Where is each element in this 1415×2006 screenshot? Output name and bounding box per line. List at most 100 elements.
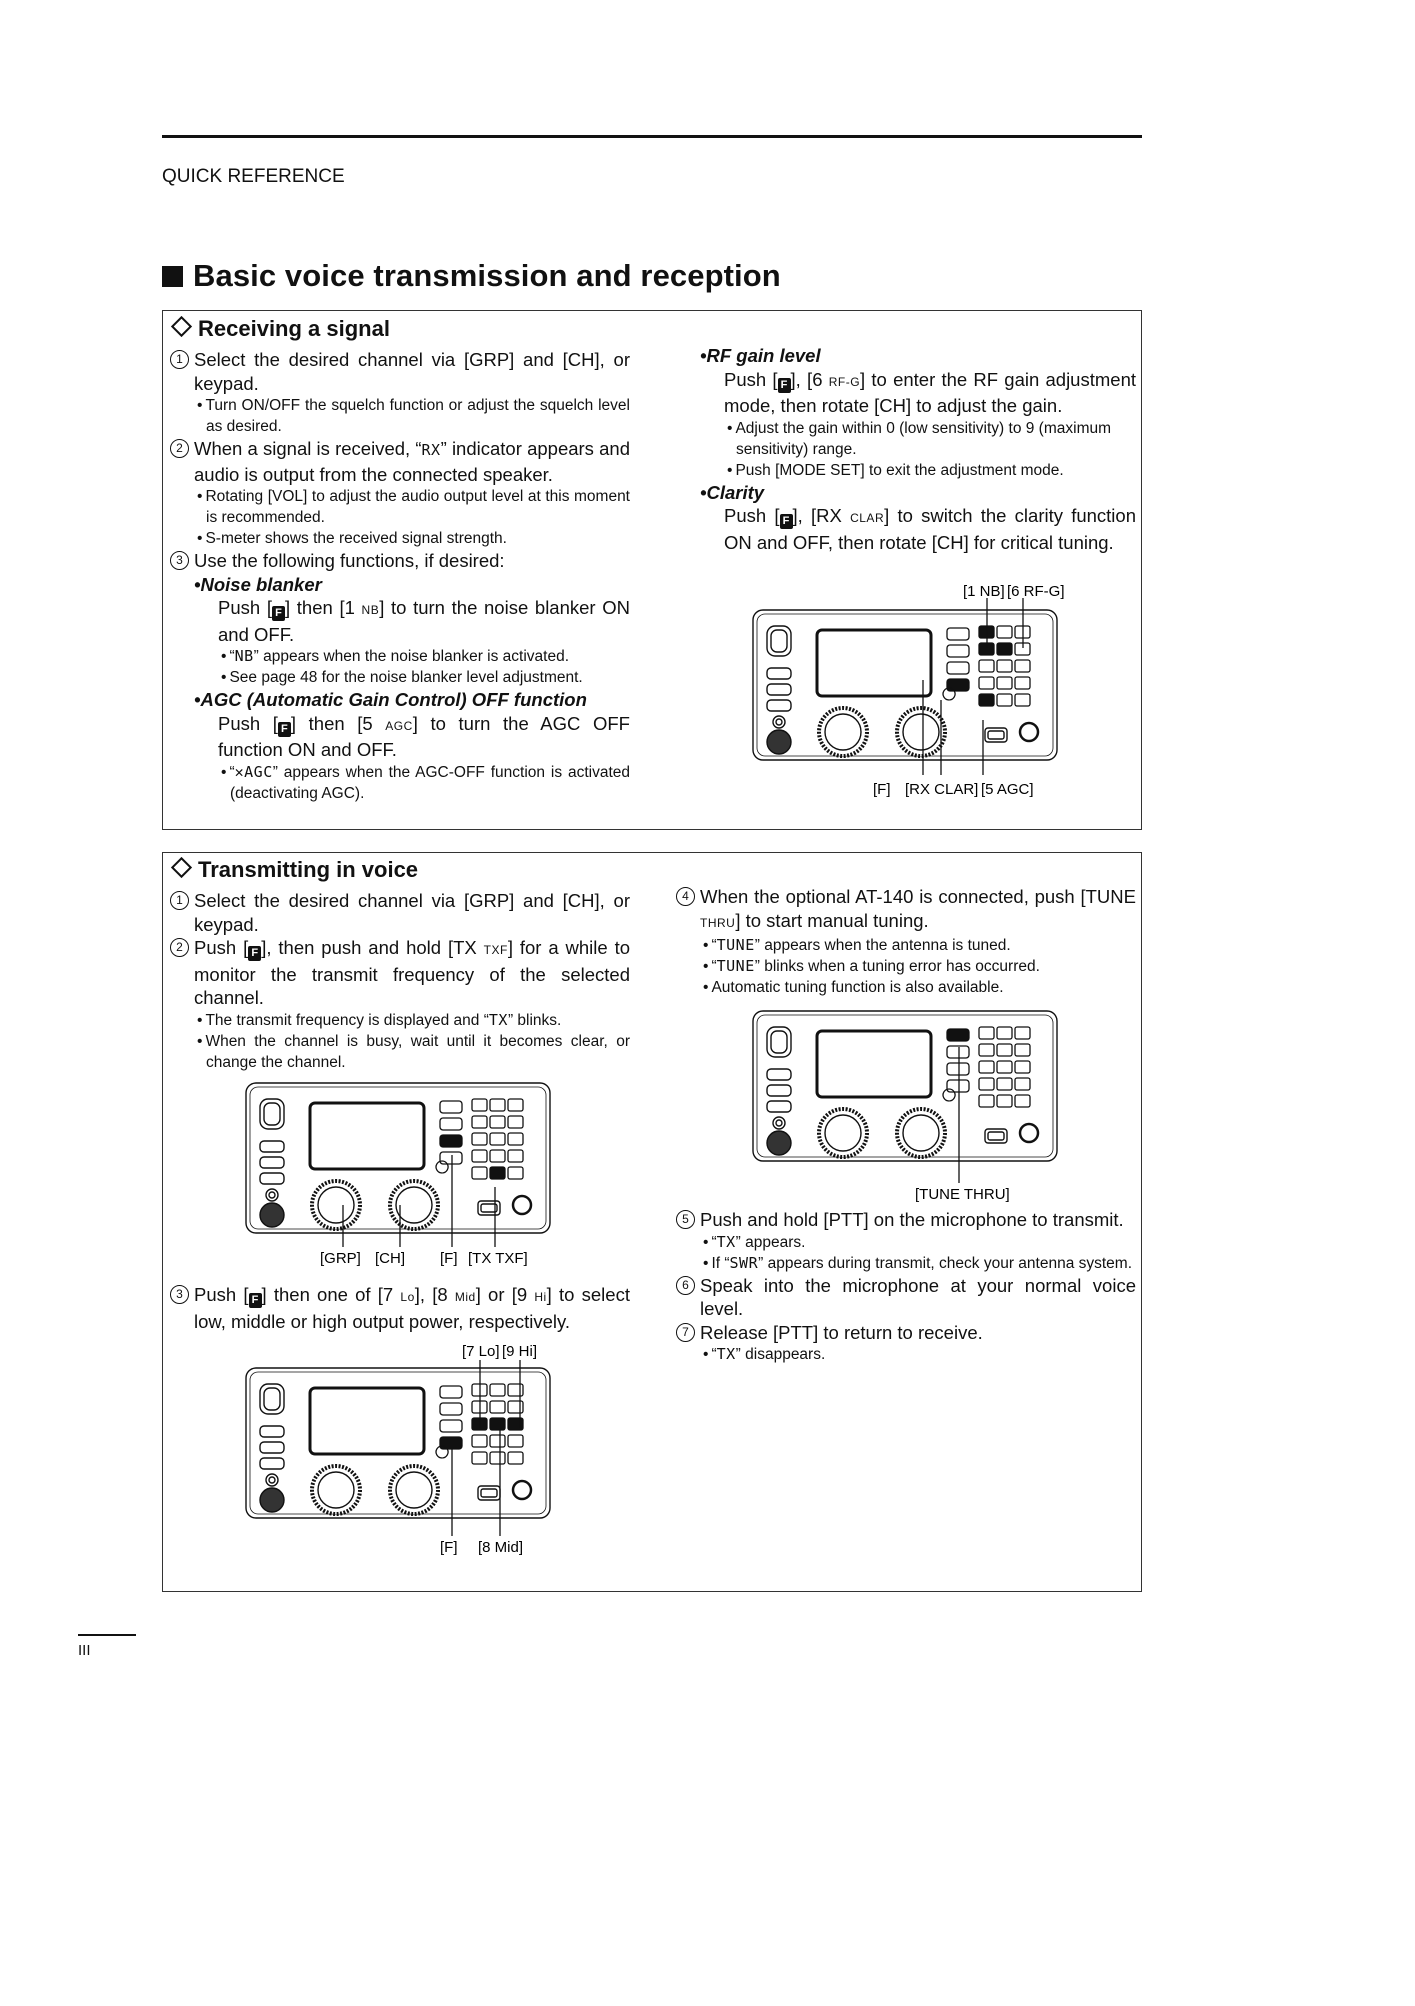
tx-step-4-note-1: “TUNE” appears when the antenna is tuned… — [700, 935, 1136, 956]
agc-text-c: ] to turn the AGC OFF function ON and OF… — [218, 712, 630, 761]
tx-step-5-text: Push and hold [PTT] on the microphone to… — [700, 1209, 1124, 1230]
nb-note-2: See page 48 for the noise blanker level … — [218, 667, 630, 688]
step-number: 3 — [170, 551, 189, 570]
page-title-text: Basic voice transmission and reception — [193, 258, 781, 293]
rf-title-text: RF gain level — [706, 345, 821, 366]
clarity-text-c: ] to switch the clarity function ON and … — [724, 505, 1136, 553]
rx-step-3: 3 Use the following functions, if desire… — [170, 549, 630, 573]
lcd-display — [815, 628, 933, 698]
agc-text-a: Push [ — [218, 712, 278, 734]
transmitting-heading: Transmitting in voice — [170, 856, 418, 883]
receiving-section — [162, 310, 1142, 830]
agc-title: •AGC (Automatic Gain Control) OFF functi… — [194, 689, 587, 710]
tx-step-5: 5 Push and hold [PTT] on the microphone … — [676, 1208, 1136, 1274]
tx-steps-5-7: 5 Push and hold [PTT] on the microphone … — [676, 1208, 1136, 1365]
tx-step-5-note-1: “TX” appears. — [700, 1232, 1136, 1253]
rf-text-b: ], [6 — [790, 368, 829, 390]
rx-step-3-text: Use the following functions, if desired: — [194, 550, 505, 571]
agc-note-text: ” appears when the AGC-OFF function is a… — [230, 763, 630, 802]
tx-step-3-sub-hi: Hi — [534, 1290, 547, 1304]
rf-text: Push [F], [6 RF-G] to enter the RF gain … — [700, 368, 1136, 418]
transmitting-section — [162, 852, 1142, 1592]
rx-step-1-note: Turn ON/OFF the squelch function or adju… — [194, 395, 630, 437]
transmitting-right-column: 4 When the optional AT-140 is connected,… — [676, 885, 1136, 998]
rx-step-2-text-b: ” indicator appears and audio is output … — [194, 438, 630, 485]
header-rule — [162, 135, 1142, 138]
tx-step-4-note-2: “TUNE” blinks when a tuning error has oc… — [700, 956, 1136, 977]
radio-diagram-tx: [GRP] [CH] [F] [TX TXF] — [245, 1082, 551, 1267]
rf-note-2: Push [MODE SET] to exit the adjustment m… — [724, 460, 1136, 481]
label-ch: [CH] — [375, 1250, 405, 1267]
step-number: 5 — [676, 1210, 695, 1229]
rf-text-c: ] to enter the RF gain adjustment mode, … — [724, 368, 1136, 417]
agc-indicator: ✕AGC — [234, 762, 273, 781]
page-number: III — [78, 1642, 91, 1659]
tx-step-3-text-d: ] or [9 — [475, 1284, 535, 1305]
f-key-icon: F — [248, 946, 262, 961]
tx-step-5-note-2-a: If “ — [711, 1254, 730, 1272]
tx-step-5-note-2: If “SWR” appears during transmit, check … — [700, 1253, 1136, 1274]
tx-step-1-text: Select the desired channel via [GRP] and… — [194, 890, 630, 935]
radio-front-panel — [245, 1082, 551, 1234]
tx-step-5-note-1-text: ” appears. — [735, 1233, 806, 1251]
rx-step-1: 1 Select the desired channel via [GRP] a… — [170, 348, 630, 437]
rx-step-2-note-1: Rotating [VOL] to adjust the audio outpu… — [194, 486, 630, 528]
label-grp: [GRP] — [320, 1250, 361, 1267]
label-rx-clar: [RX CLAR] — [905, 781, 978, 798]
tx-step-3-block: 3 Push [F] then one of [7 Lo], [8 Mid] o… — [170, 1283, 630, 1333]
tune-indicator: TUNE — [716, 936, 755, 954]
tx-step-3-text-b: ] then one of [7 — [261, 1284, 401, 1305]
receiving-left-column: 1 Select the desired channel via [GRP] a… — [170, 348, 630, 804]
lcd-display — [308, 1101, 426, 1171]
tune-indicator: TUNE — [716, 957, 755, 975]
radio-front-panel — [752, 609, 1058, 761]
radio-diagram-receive: [1 NB] [6 RF-G] [F] [RX CLAR] [5 AGC] — [752, 583, 1065, 798]
rx-step-2: 2 When a signal is received, “RX” indica… — [170, 437, 630, 549]
tx-step-4-note-2-text: ” blinks when a tuning error has occurre… — [754, 958, 1040, 975]
lcd-display — [815, 1029, 933, 1099]
tx-step-2-text-a: Push [ — [194, 937, 249, 958]
tx-step-2-note-1-a: The transmit frequency is displayed and … — [205, 1011, 489, 1029]
label-9-hi: [9 Hi] — [502, 1343, 537, 1360]
step-number: 7 — [676, 1322, 695, 1342]
agc-sub: AGC — [385, 718, 413, 733]
tx-step-2-text-c: ] for a while to monitor the transmit fr… — [194, 937, 631, 1008]
tx-step-2-sub: TXF — [483, 943, 508, 957]
receiving-heading: Receiving a signal — [170, 315, 390, 342]
transmitting-left-column: 1 Select the desired channel via [GRP] a… — [170, 889, 630, 1073]
label-6-rfg: [6 RF-G] — [1007, 583, 1065, 600]
label-7-lo: [7 Lo] — [462, 1343, 500, 1360]
tx-step-2-text-b: ], then push and hold [TX — [261, 937, 484, 958]
tx-step-4-text-a: When the optional AT-140 is connected, p… — [700, 886, 1136, 907]
tx-step-3-sub-lo: Lo — [400, 1290, 415, 1304]
tx-step-3-text-a: Push [ — [194, 1284, 249, 1305]
footer-rule — [78, 1634, 136, 1636]
f-key-icon: F — [271, 606, 285, 621]
tx-step-7: 7 Release [PTT] to return to receive. “T… — [676, 1321, 1136, 1366]
tx-step-2-note-1: The transmit frequency is displayed and … — [194, 1010, 630, 1031]
step-number: 1 — [170, 891, 189, 910]
radio-front-panel — [245, 1367, 551, 1519]
tx-step-4-note-1-text: ” appears when the antenna is tuned. — [754, 937, 1011, 954]
receiving-right-column: •RF gain level Push [F], [6 RF-G] to ent… — [700, 344, 1136, 554]
tx-step-4-sub: THRU — [700, 915, 736, 930]
tx-step-4-text-b: ] to start manual tuning. — [735, 909, 929, 931]
tx-step-6: 6 Speak into the microphone at your norm… — [676, 1274, 1136, 1321]
swr-indicator: SWR — [729, 1253, 759, 1272]
tx-step-3-sub-mid: Mid — [454, 1290, 476, 1304]
tx-step-6-text: Speak into the microphone at your normal… — [700, 1274, 1136, 1320]
label-f: [F] — [440, 1250, 458, 1267]
clarity-text: Push [F], [RX CLAR] to switch the clarit… — [700, 504, 1136, 554]
nb-note-1: “NB” appears when the noise blanker is a… — [218, 646, 630, 667]
tx-step-3-text-c: ], [8 — [414, 1284, 455, 1305]
diamond-icon — [170, 856, 193, 879]
nb-title-text: Noise blanker — [200, 573, 322, 595]
step-number: 2 — [170, 439, 189, 458]
rf-note-1: Adjust the gain within 0 (low sensitivit… — [724, 418, 1136, 460]
agc-note: “✕AGC” appears when the AGC-OFF function… — [218, 762, 630, 804]
nb-text: Push [F] then [1 NB] to turn the noise b… — [170, 596, 630, 646]
nb-indicator: NB — [234, 647, 254, 665]
mic-connector-icon — [259, 1487, 285, 1513]
agc-title-text: AGC (Automatic Gain Control) OFF functio… — [200, 689, 587, 710]
tx-step-4: 4 When the optional AT-140 is connected,… — [676, 885, 1136, 998]
